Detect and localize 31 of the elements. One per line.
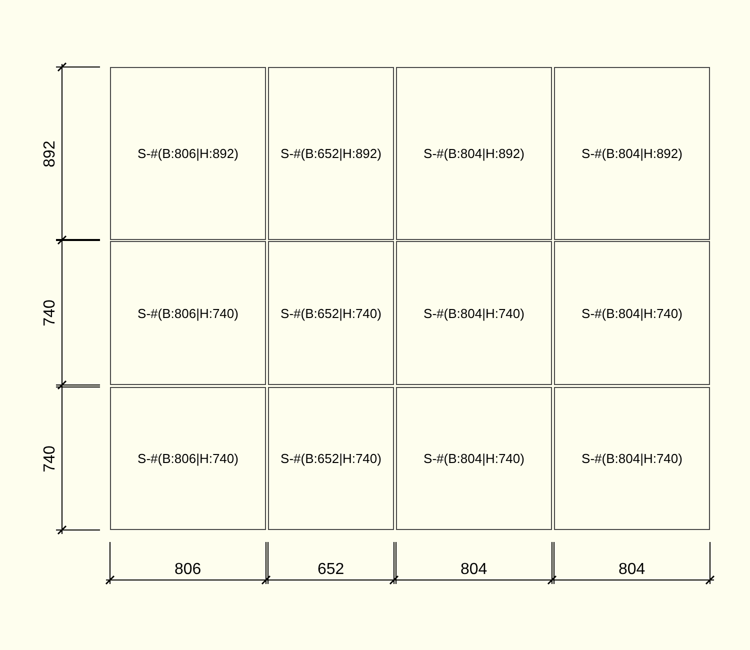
panel-label: S-#(B:652|H:892): [280, 146, 382, 161]
dimension-label: 740: [40, 300, 59, 326]
dimension-label: 806: [174, 561, 202, 579]
panel-label: S-#(B:652|H:740): [280, 306, 382, 320]
panel-box: [396, 387, 552, 530]
panel-box: [268, 67, 394, 240]
panel-box: [396, 67, 552, 240]
panel-label: S-#(B:804|H:892): [582, 146, 682, 161]
panel-label: S-#(B:806|H:740): [138, 451, 238, 466]
dimension-label: 804: [618, 561, 646, 579]
panel-label: S-#(B:804|H:892): [424, 146, 524, 161]
panel-box: [268, 241, 394, 385]
panel-box: [554, 241, 710, 385]
dimension-label: 892: [40, 140, 59, 168]
dimension-label: 740: [40, 446, 59, 472]
panel-label: S-#(B:804|H:740): [582, 306, 682, 320]
panel-box: [110, 67, 266, 240]
dimension-label: 804: [460, 561, 488, 579]
panel-box: [268, 387, 394, 530]
panel-label: S-#(B:804|H:740): [582, 451, 682, 466]
panel-label: S-#(B:806|H:892): [138, 146, 238, 161]
dimension-label: 652: [318, 561, 344, 579]
panel-box: [110, 387, 266, 530]
panel-label: S-#(B:806|H:740): [138, 306, 238, 320]
panel-label: S-#(B:804|H:740): [424, 306, 524, 320]
panel-box: [554, 67, 710, 240]
panel-box: [110, 241, 266, 385]
panel-label: S-#(B:804|H:740): [424, 451, 524, 466]
panel-label: S-#(B:652|H:740): [280, 451, 382, 466]
panel-box: [396, 241, 552, 385]
panel-box: [554, 387, 710, 530]
